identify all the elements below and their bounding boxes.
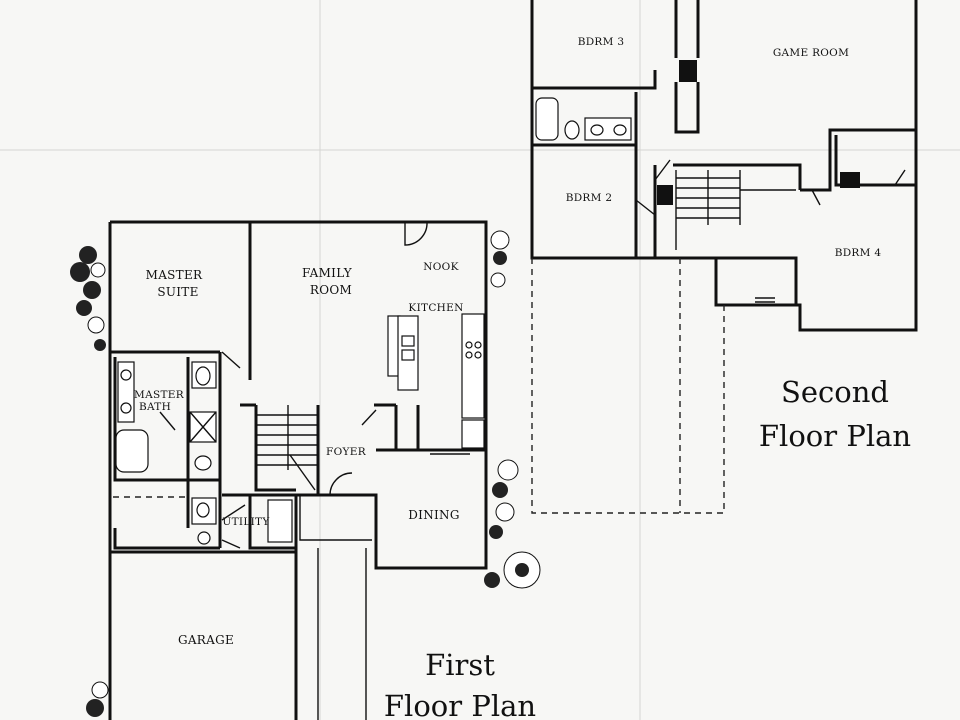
room-label-kitchen: KITCHEN [408,302,463,314]
room-label-garage: GARAGE [178,633,234,647]
first-floor-plan [108,220,488,720]
room-label-game-room: GAME ROOM [773,47,849,59]
room-label-master-suite-line2: SUITE [157,285,198,299]
landscaping-shrubs [70,230,541,717]
first-floor-title-line2: Floor Plan [384,689,536,720]
first-floor-title-line1: First [425,648,495,682]
room-label-utility: UTILITY [222,516,270,528]
room-label-foyer: FOYER [326,446,367,458]
room-label-bdrm2: BDRM 2 [566,192,613,204]
second-floor-title-line2: Floor Plan [759,419,911,453]
room-label-nook: NOOK [423,261,458,273]
room-label-bdrm3: BDRM 3 [578,36,625,48]
room-label-family-room-line1: FAMILY [302,266,353,280]
room-label-master-suite-line1: MASTER [146,268,203,282]
room-label-family-room-line2: ROOM [310,283,352,297]
second-floor-plan [530,0,918,514]
room-label-master-bath-line2: BATH [139,401,171,413]
room-label-bdrm4: BDRM 4 [835,247,882,259]
second-floor-title-line1: Second [781,375,889,409]
room-label-dining: DINING [408,508,460,522]
room-label-master-bath-line1: MASTER [134,389,185,401]
